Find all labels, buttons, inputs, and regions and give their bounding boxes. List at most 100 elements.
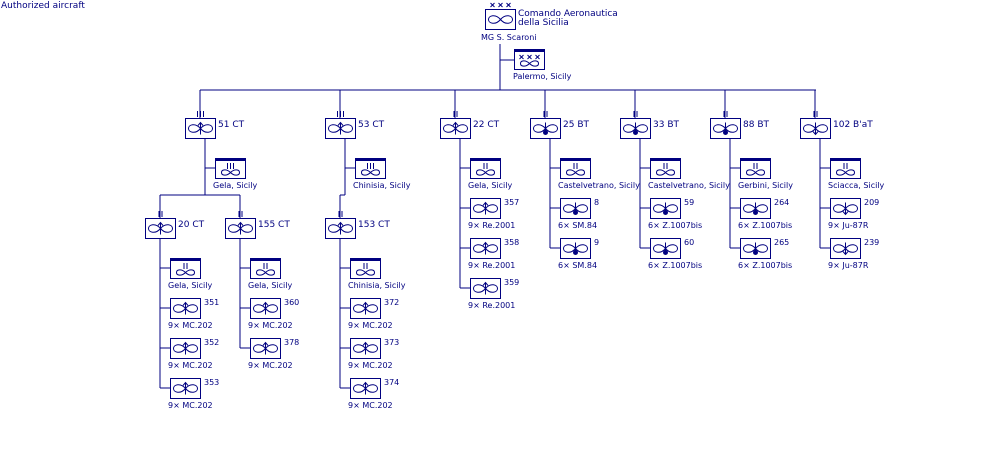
squadron-aircraft: 9× MC.202	[348, 321, 393, 330]
squadron-icon	[350, 338, 381, 359]
unit-label: 51 CT	[218, 120, 245, 130]
squadron-icon	[170, 298, 201, 319]
airbase-icon	[830, 158, 861, 179]
squadron-icon	[470, 278, 501, 299]
base-label: Chinisia, Sicily	[353, 181, 411, 190]
group-icon	[145, 211, 176, 239]
hq-icon	[485, 2, 516, 30]
hq-commander: MG S. Scaroni	[481, 33, 537, 42]
airbase-icon	[740, 158, 771, 179]
hq-title: Comando Aeronautica	[518, 9, 618, 19]
base-label: Chinisia, Sicily	[348, 281, 406, 290]
squadron-number: 374	[384, 378, 399, 387]
page-label: Authorized aircraft	[1, 1, 85, 11]
base-label: Gela, Sicily	[248, 281, 292, 290]
squadron-aircraft: 9× MC.202	[248, 321, 293, 330]
squadron-number: 359	[504, 278, 519, 287]
squadron-number: 265	[774, 238, 789, 247]
base-label: Sciacca, Sicily	[828, 181, 885, 190]
airbase-icon	[650, 158, 681, 179]
squadron-aircraft: 9× MC.202	[248, 361, 293, 370]
group-label: 20 CT	[178, 220, 205, 230]
unit-icon	[325, 111, 356, 139]
squadron-aircraft: 9× Ju-87R	[828, 261, 869, 270]
squadron-icon	[250, 338, 281, 359]
squadron-number: 353	[204, 378, 219, 387]
squadron-number: 264	[774, 198, 789, 207]
squadron-icon	[560, 198, 591, 219]
squadron-aircraft: 9× Re.2001	[468, 261, 515, 270]
airbase-icon	[350, 258, 381, 279]
unit-label: 102 B'aT	[833, 120, 873, 130]
squadron-aircraft: 6× SM.84	[558, 221, 597, 230]
squadron-icon	[470, 238, 501, 259]
airbase-icon	[250, 258, 281, 279]
unit-icon	[800, 111, 831, 139]
squadron-icon	[650, 198, 681, 219]
squadron-number: 358	[504, 238, 519, 247]
unit-icon	[440, 111, 471, 139]
unit-icon	[530, 111, 561, 139]
unit-icon	[185, 111, 216, 139]
hq-base-label: Palermo, Sicily	[513, 72, 572, 81]
squadron-number: 351	[204, 298, 219, 307]
base-label: Gerbini, Sicily	[738, 181, 793, 190]
squadron-icon	[350, 298, 381, 319]
airbase-icon	[560, 158, 591, 179]
base-label: Castelvetrano, Sicily	[648, 181, 730, 190]
squadron-number: 378	[284, 338, 299, 347]
squadron-number: 59	[684, 198, 694, 207]
squadron-icon	[560, 238, 591, 259]
squadron-number: 352	[204, 338, 219, 347]
squadron-aircraft: 9× MC.202	[168, 361, 213, 370]
group-label: 155 CT	[258, 220, 290, 230]
squadron-icon	[830, 238, 861, 259]
unit-label: 22 CT	[473, 120, 500, 130]
airbase-icon	[514, 49, 545, 70]
squadron-aircraft: 6× Z.1007bis	[648, 261, 702, 270]
squadron-number: 9	[594, 238, 599, 247]
squadron-number: 360	[284, 298, 299, 307]
airbase-icon	[470, 158, 501, 179]
unit-icon	[710, 111, 741, 139]
squadron-aircraft: 9× MC.202	[168, 321, 213, 330]
squadron-icon	[650, 238, 681, 259]
squadron-aircraft: 9× Ju-87R	[828, 221, 869, 230]
airbase-icon	[355, 158, 386, 179]
squadron-number: 8	[594, 198, 599, 207]
unit-label: 88 BT	[743, 120, 769, 130]
squadron-aircraft: 9× MC.202	[168, 401, 213, 410]
unit-icon	[620, 111, 651, 139]
squadron-number: 209	[864, 198, 879, 207]
group-label: 153 CT	[358, 220, 390, 230]
group-icon	[325, 211, 356, 239]
squadron-icon	[250, 298, 281, 319]
squadron-aircraft: 9× MC.202	[348, 401, 393, 410]
unit-label: 53 CT	[358, 120, 385, 130]
base-label: Castelvetrano, Sicily	[558, 181, 640, 190]
squadron-icon	[830, 198, 861, 219]
squadron-icon	[470, 198, 501, 219]
squadron-aircraft: 6× Z.1007bis	[648, 221, 702, 230]
squadron-icon	[740, 238, 771, 259]
hq-title-line2: della Sicilia	[518, 18, 569, 28]
squadron-icon	[170, 338, 201, 359]
squadron-icon	[170, 378, 201, 399]
squadron-aircraft: 9× MC.202	[348, 361, 393, 370]
base-label: Gela, Sicily	[468, 181, 512, 190]
group-icon	[225, 211, 256, 239]
unit-label: 25 BT	[563, 120, 589, 130]
unit-label: 33 BT	[653, 120, 679, 130]
base-label: Gela, Sicily	[213, 181, 257, 190]
airbase-icon	[170, 258, 201, 279]
squadron-number: 239	[864, 238, 879, 247]
squadron-aircraft: 9× Re.2001	[468, 221, 515, 230]
squadron-aircraft: 6× Z.1007bis	[738, 261, 792, 270]
squadron-icon	[350, 378, 381, 399]
squadron-aircraft: 6× SM.84	[558, 261, 597, 270]
squadron-aircraft: 9× Re.2001	[468, 301, 515, 310]
squadron-icon	[740, 198, 771, 219]
base-label: Gela, Sicily	[168, 281, 212, 290]
squadron-number: 373	[384, 338, 399, 347]
